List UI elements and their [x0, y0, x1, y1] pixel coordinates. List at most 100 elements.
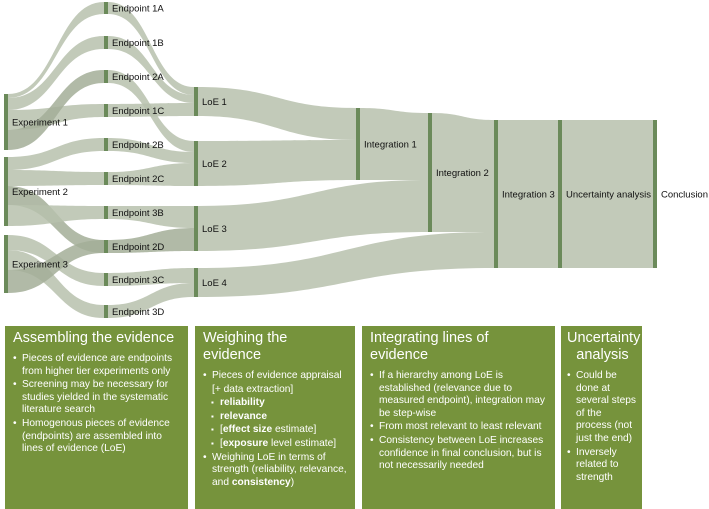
list-item: Inversely related to strength	[567, 447, 638, 485]
sankey-node-exp2	[4, 157, 8, 226]
node-label-exp1: Experiment 1	[12, 118, 68, 129]
sankey-link	[198, 87, 356, 140]
sankey-node-concl	[653, 120, 657, 268]
sankey-link	[8, 205, 104, 226]
sankey-node-e2c	[104, 172, 108, 185]
uncertainty-list: Could be done at several steps of the pr…	[567, 370, 638, 484]
sankey-node-loe4	[194, 268, 198, 297]
node-label-e2b: Endpoint 2B	[112, 140, 164, 151]
explanation-panels: Assembling the evidence Pieces of eviden…	[0, 326, 709, 509]
sankey-link	[360, 108, 428, 180]
sub-item-text: estimate]	[272, 424, 317, 436]
sankey-node-loe3	[194, 206, 198, 251]
node-label-int1: Integration 1	[364, 140, 417, 151]
list-item: Could be done at several steps of the pr…	[567, 370, 638, 446]
node-label-e1b: Endpoint 1B	[112, 38, 164, 49]
node-label-loe4: LoE 4	[202, 278, 227, 289]
sankey-link	[198, 232, 494, 297]
sankey-node-loe2	[194, 141, 198, 186]
node-label-exp2: Experiment 2	[12, 187, 68, 198]
panel-weighing: Weighing the evidence Pieces of evidence…	[195, 326, 355, 509]
list-item: Pieces of evidence appraisal	[203, 370, 349, 383]
sankey-link	[108, 36, 194, 103]
sub-item-text: level estimate]	[268, 437, 337, 449]
sankey-link	[8, 104, 104, 130]
assembling-list: Pieces of evidence are endpoints from hi…	[13, 353, 182, 456]
sankey-link	[108, 206, 194, 228]
sub-item: reliability	[203, 397, 349, 410]
node-label-loe2: LoE 2	[202, 159, 227, 170]
sankey-node-e1c	[104, 104, 108, 117]
node-label-loe3: LoE 3	[202, 224, 227, 235]
list-item: Pieces of evidence are endpoints from hi…	[13, 353, 182, 378]
panel-uncertainty: Uncertainty analysis Could be done at se…	[561, 326, 642, 509]
sankey-diagram: Experiment 1 Experiment 2 Experiment 3 Endp…	[4, 2, 708, 319]
sankey-node-e2d	[104, 240, 108, 253]
sub-item-bold: exposure	[222, 437, 269, 449]
node-label-e3c: Endpoint 3C	[112, 275, 164, 286]
node-label-loe1: LoE 1	[202, 97, 227, 108]
list-item: Consistency between LoE increases confid…	[370, 435, 549, 473]
sankey-node-int3	[494, 120, 498, 268]
sankey-link	[108, 138, 194, 163]
sankey-node-e1b	[104, 36, 108, 49]
sankey-link	[108, 2, 194, 95]
node-label-concl: Conclusion	[661, 190, 708, 201]
panel-title-uncertainty: Uncertainty analysis	[567, 330, 641, 363]
sankey-link	[198, 180, 428, 251]
sub-item: [exposure level estimate]	[203, 438, 349, 451]
list-item-bold: consistency	[231, 476, 291, 488]
node-label-e2a: Endpoint 2A	[112, 72, 164, 83]
node-label-e2c: Endpoint 2C	[112, 174, 164, 185]
list-item-text: )	[290, 476, 295, 488]
sankey-node-e1a	[104, 2, 108, 14]
node-label-e3b: Endpoint 3B	[112, 208, 164, 219]
sankey-link	[8, 2, 104, 98]
sankey-links	[8, 2, 653, 318]
sankey-link	[198, 140, 356, 186]
sankey-link	[108, 228, 194, 253]
list-item: Weighing LoE in terms of strength (relia…	[203, 452, 349, 490]
weighing-list: Pieces of evidence appraisal [+ data ext…	[203, 370, 349, 489]
sankey-link	[8, 70, 104, 150]
node-label-exp3: Experiment 3	[12, 260, 68, 271]
integrating-list: If a hierarchy among LoE is established …	[370, 370, 549, 473]
node-label-int2: Integration 2	[436, 168, 489, 179]
sankey-node-e3c	[104, 273, 108, 286]
list-item-continuation: [+ data extraction]	[212, 383, 294, 395]
list-item: If a hierarchy among LoE is established …	[370, 370, 549, 420]
list-item-text: Pieces of evidence appraisal	[212, 370, 342, 381]
node-label-e3d: Endpoint 3D	[112, 307, 164, 318]
sankey-node-e2b	[104, 138, 108, 151]
node-label-e1c: Endpoint 1C	[112, 106, 164, 117]
sankey-node-int1	[356, 108, 360, 180]
sankey-node-e2a	[104, 70, 108, 83]
list-item-text: Weighing LoE in terms of strength (relia…	[212, 451, 347, 488]
sankey-link	[108, 163, 194, 186]
sankey-link	[498, 120, 558, 268]
sankey-link	[108, 283, 194, 318]
sankey-link	[8, 170, 104, 186]
sankey-node-loe1	[194, 87, 198, 116]
sub-item: relevance	[203, 411, 349, 424]
sankey-link	[8, 138, 104, 170]
sankey-node-e3d	[104, 305, 108, 318]
list-item: Screening may be necessary for studies y…	[13, 379, 182, 417]
sankey-link	[432, 113, 494, 232]
sankey-link	[8, 240, 104, 293]
node-label-int3: Integration 3	[502, 190, 555, 201]
sankey-node-int2	[428, 113, 432, 232]
sankey-link	[108, 70, 194, 152]
sankey-link	[562, 120, 653, 268]
sankey-link	[108, 268, 194, 286]
panel-assembling: Assembling the evidence Pieces of eviden…	[5, 326, 188, 509]
node-label-e1a: Endpoint 1A	[112, 4, 164, 15]
sankey-node-exp3	[4, 235, 8, 293]
panel-integrating: Integrating lines of evidence If a hiera…	[362, 326, 555, 509]
panel-title-assembling: Assembling the evidence	[13, 330, 175, 346]
list-item: From most relevant to least relevant	[370, 421, 549, 434]
list-item: Homogenous pieces of evidence (endpoints…	[13, 418, 182, 456]
sankey-node-unc	[558, 120, 562, 268]
sankey-labels: Experiment 1 Experiment 2 Experiment 3 Endp…	[12, 4, 708, 319]
sub-item-text: relevance	[220, 410, 268, 422]
